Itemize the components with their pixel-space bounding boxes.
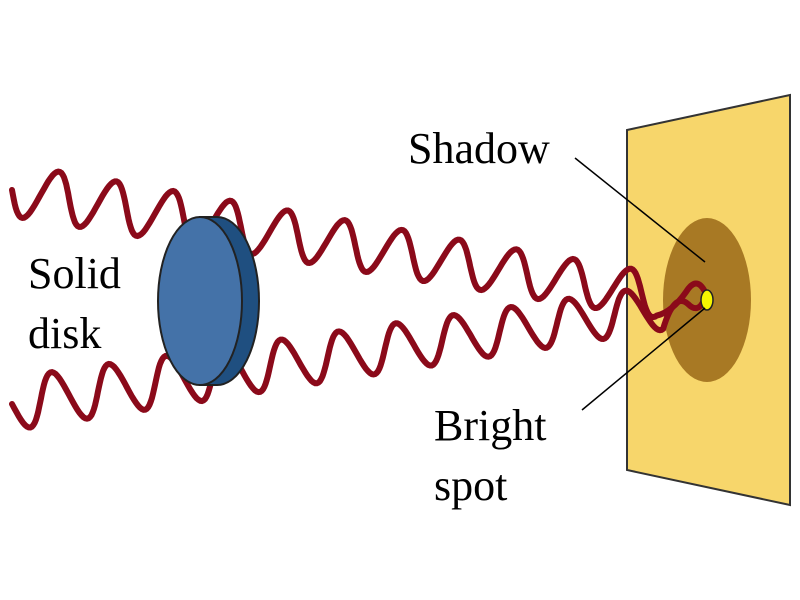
shadow-label: Shadow xyxy=(408,124,550,173)
solid-disk xyxy=(157,216,260,386)
bright-spot-label-line1: Bright xyxy=(434,401,546,450)
bright-spot xyxy=(700,289,714,311)
bright-spot-label-line2: spot xyxy=(434,461,507,510)
shadow-pointer-line xyxy=(574,157,706,263)
lower-wave xyxy=(9,287,707,431)
disk-label-line2: disk xyxy=(28,309,101,358)
bright-spot-pointer-line xyxy=(581,307,706,411)
disk-label-line1: Solid xyxy=(28,249,121,298)
upper-wave xyxy=(9,168,707,321)
disk-face xyxy=(157,216,243,386)
